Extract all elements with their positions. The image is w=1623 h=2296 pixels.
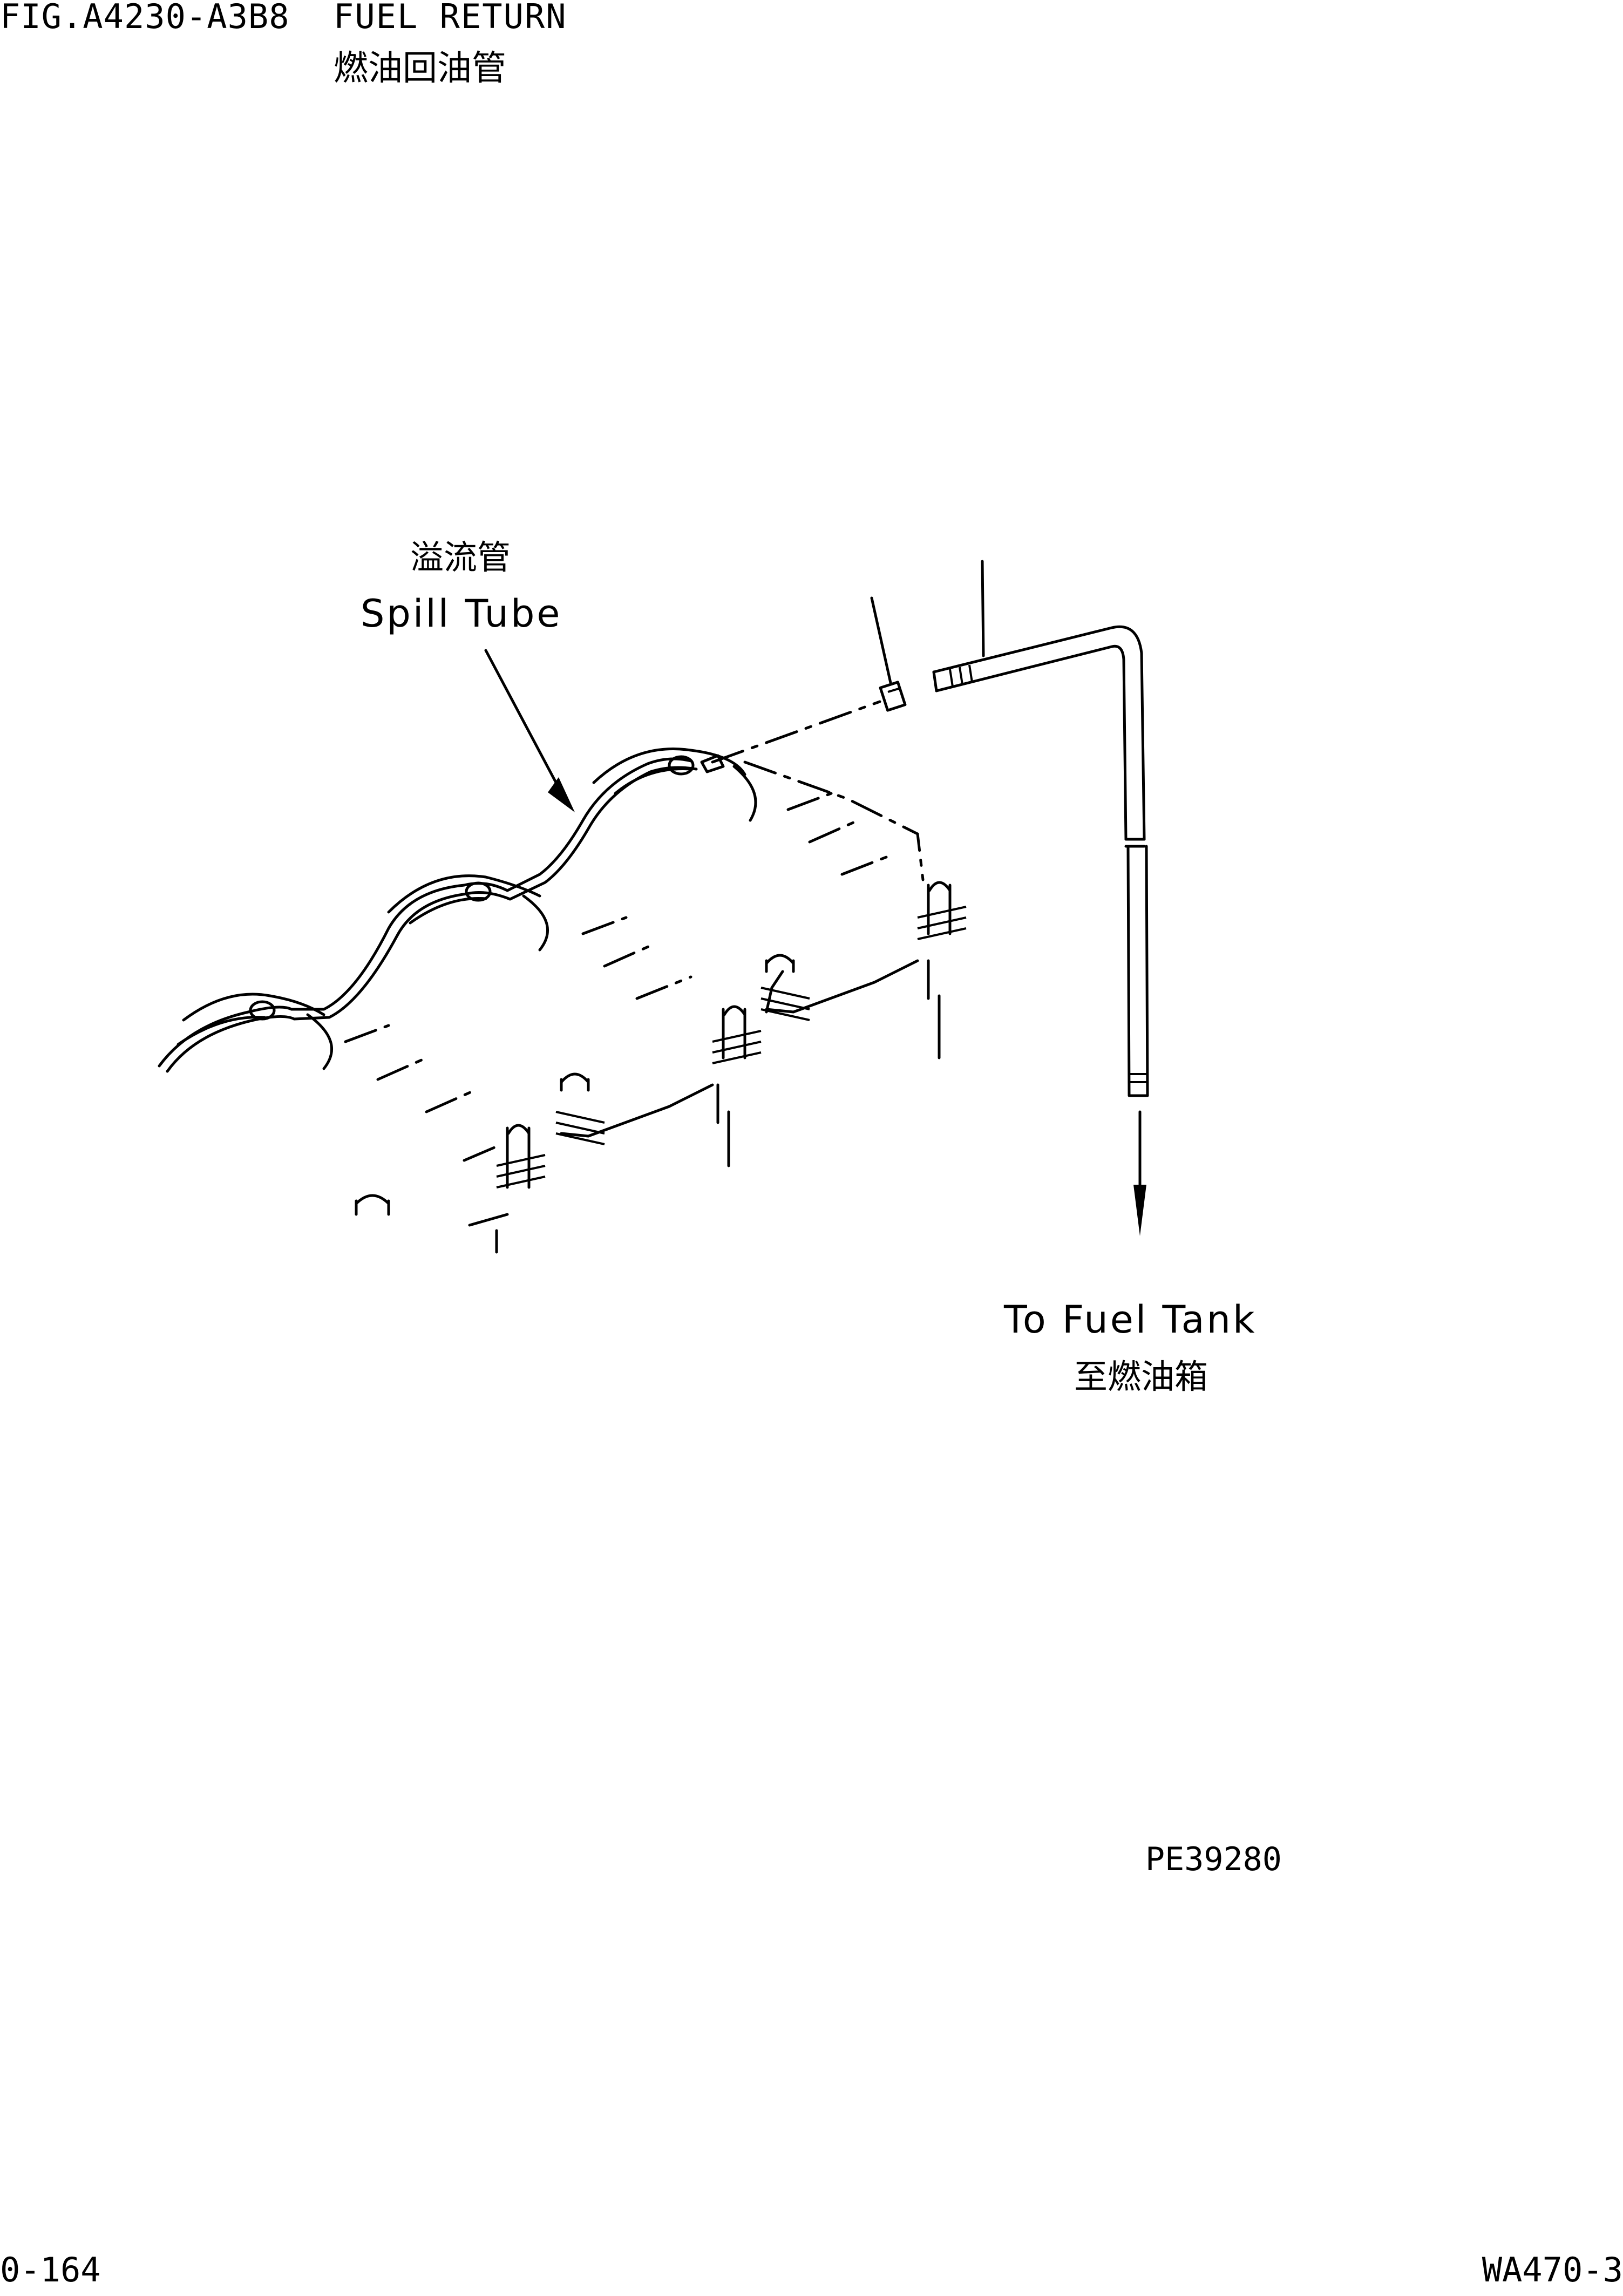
to-fuel-tank-label-chinese: 至燃油箱 bbox=[1074, 1357, 1208, 1396]
spill-tube-label: Spill Tube bbox=[361, 592, 562, 636]
connector-fitting bbox=[879, 681, 907, 712]
drawing-id: PE39280 bbox=[1145, 1840, 1282, 1878]
cylinder-head-3 bbox=[176, 993, 605, 1254]
page-number: 0-164 bbox=[0, 2250, 101, 2290]
cylinder-head-1 bbox=[592, 748, 967, 1059]
figure-title: FUEL RETURN bbox=[334, 0, 567, 36]
to-fuel-tank-arrow bbox=[1133, 1110, 1146, 1236]
spill-tube bbox=[158, 757, 698, 1073]
model-number: WA470-3 bbox=[1482, 2250, 1623, 2290]
to-fuel-tank-label: To Fuel Tank bbox=[1004, 1298, 1257, 1342]
connector-leader-line bbox=[870, 596, 892, 684]
figure-code: FIG.A4230-A3B8 bbox=[0, 0, 290, 36]
spill-tube-label-chinese: 溢流管 bbox=[410, 538, 511, 577]
cylinder-head-2 bbox=[387, 874, 810, 1167]
spill-tube-leader-arrow bbox=[484, 649, 575, 812]
fuel-path-centerline bbox=[711, 700, 925, 881]
figure-title-chinese: 燃油回油管 bbox=[334, 49, 506, 89]
return-tube bbox=[932, 560, 1149, 1097]
